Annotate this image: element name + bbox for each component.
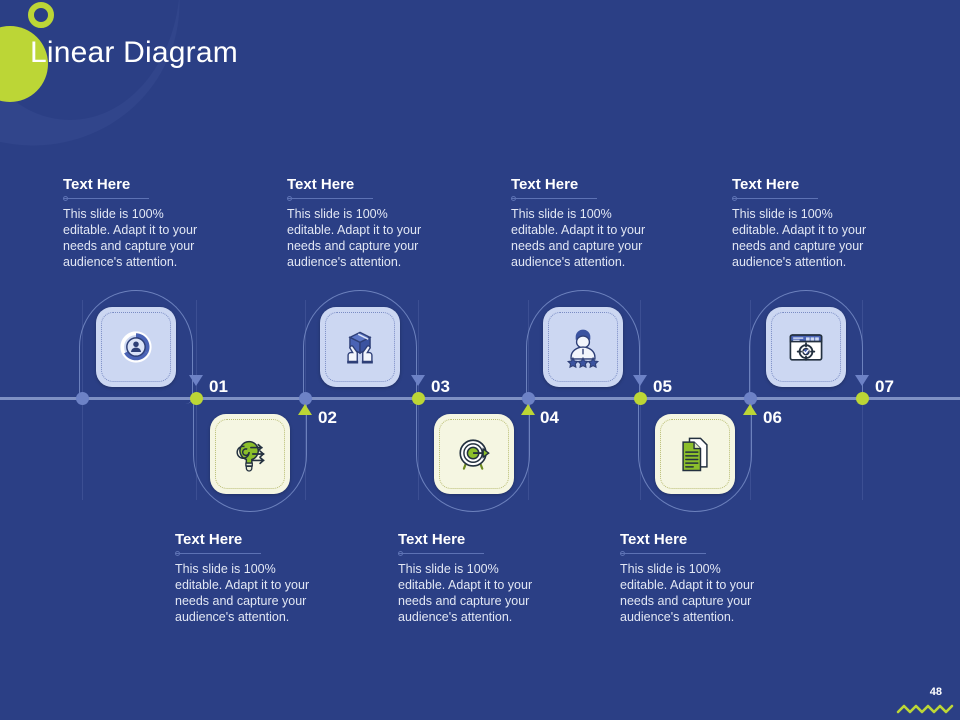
step-marker-triangle-6	[743, 404, 757, 415]
card-dashed-border	[660, 419, 730, 489]
bottom-block-body-2: This slide is 100% editable. Adapt it to…	[398, 562, 533, 624]
bottom-text-block-3: Text Here This slide is 100% editable. A…	[620, 531, 770, 625]
lightbulb-arrows-icon	[236, 440, 265, 472]
person-three-stars-icon	[566, 329, 600, 369]
timeline-dot-3[interactable]	[411, 392, 425, 405]
step-number-6: 06	[763, 408, 782, 427]
step-number-5: 05	[653, 377, 672, 396]
bottom-block-heading-3: Text Here	[620, 531, 688, 548]
timeline-dot-5[interactable]	[633, 392, 647, 405]
timeline-axis	[0, 397, 960, 400]
icon-card-2[interactable]	[210, 414, 290, 494]
icon-card-3[interactable]	[320, 307, 400, 387]
icon-card-5[interactable]	[543, 307, 623, 387]
heading-divider	[732, 196, 818, 201]
bottom-text-block-1: Text Here This slide is 100% editable. A…	[175, 531, 325, 625]
page-number: 48	[929, 686, 942, 698]
timeline-dot-7[interactable]	[855, 392, 869, 405]
timeline-dot-start[interactable]	[75, 392, 89, 405]
icon-card-4[interactable]	[434, 414, 514, 494]
top-text-block-2: Text Here This slide is 100% editable. A…	[287, 176, 437, 270]
icon-card-1[interactable]	[96, 307, 176, 387]
step-number-7: 07	[875, 377, 894, 396]
step-number-4: 04	[540, 408, 559, 427]
top-text-block-1: Text Here This slide is 100% editable. A…	[63, 176, 213, 270]
card-dashed-border	[439, 419, 509, 489]
timeline-dot-6[interactable]	[743, 392, 757, 405]
top-block-heading-2: Text Here	[287, 176, 355, 193]
top-block-body-3: This slide is 100% editable. Adapt it to…	[511, 207, 646, 269]
step-number-1: 01	[209, 377, 228, 396]
bottom-block-heading-2: Text Here	[398, 531, 466, 548]
step-marker-triangle-7	[855, 375, 869, 386]
zigzag-decoration	[896, 704, 954, 714]
card-dashed-border	[771, 312, 841, 382]
timeline-dot-1[interactable]	[189, 392, 203, 405]
heading-divider	[63, 196, 149, 201]
timeline-dot-4[interactable]	[521, 392, 535, 405]
step-marker-triangle-4	[521, 404, 535, 415]
top-block-heading-3: Text Here	[511, 176, 579, 193]
heading-divider	[287, 196, 373, 201]
bottom-block-body-3: This slide is 100% editable. Adapt it to…	[620, 562, 755, 624]
heading-divider	[620, 551, 706, 556]
top-text-block-4: Text Here This slide is 100% editable. A…	[732, 176, 882, 270]
bottom-block-heading-1: Text Here	[175, 531, 243, 548]
top-block-body-4: This slide is 100% editable. Adapt it to…	[732, 207, 867, 269]
bottom-block-body-1: This slide is 100% editable. Adapt it to…	[175, 562, 310, 624]
heading-divider	[511, 196, 597, 201]
browser-target-icon	[789, 334, 823, 361]
page-title: Linear Diagram	[30, 36, 238, 69]
top-block-body-1: This slide is 100% editable. Adapt it to…	[63, 207, 198, 269]
card-dashed-border	[325, 312, 395, 382]
step-marker-triangle-1	[189, 375, 203, 386]
heading-divider	[398, 551, 484, 556]
bottom-text-block-2: Text Here This slide is 100% editable. A…	[398, 531, 548, 625]
top-block-body-2: This slide is 100% editable. Adapt it to…	[287, 207, 422, 269]
step-marker-triangle-3	[411, 375, 425, 386]
step-number-3: 03	[431, 377, 450, 396]
target-arrow-icon	[459, 439, 490, 470]
step-marker-triangle-2	[298, 404, 312, 415]
step-marker-triangle-5	[633, 375, 647, 386]
person-pie-chart-icon	[120, 331, 152, 363]
card-dashed-border	[101, 312, 171, 382]
step-number-2: 02	[318, 408, 337, 427]
top-block-heading-1: Text Here	[63, 176, 131, 193]
green-ring-decoration	[28, 2, 54, 28]
hands-holding-box-icon	[347, 331, 373, 364]
heading-divider	[175, 551, 261, 556]
icon-card-6[interactable]	[655, 414, 735, 494]
document-pages-icon	[682, 437, 708, 472]
timeline-dot-2[interactable]	[298, 392, 312, 405]
card-dashed-border	[548, 312, 618, 382]
top-block-heading-4: Text Here	[732, 176, 800, 193]
top-text-block-3: Text Here This slide is 100% editable. A…	[511, 176, 661, 270]
card-dashed-border	[215, 419, 285, 489]
icon-card-7[interactable]	[766, 307, 846, 387]
